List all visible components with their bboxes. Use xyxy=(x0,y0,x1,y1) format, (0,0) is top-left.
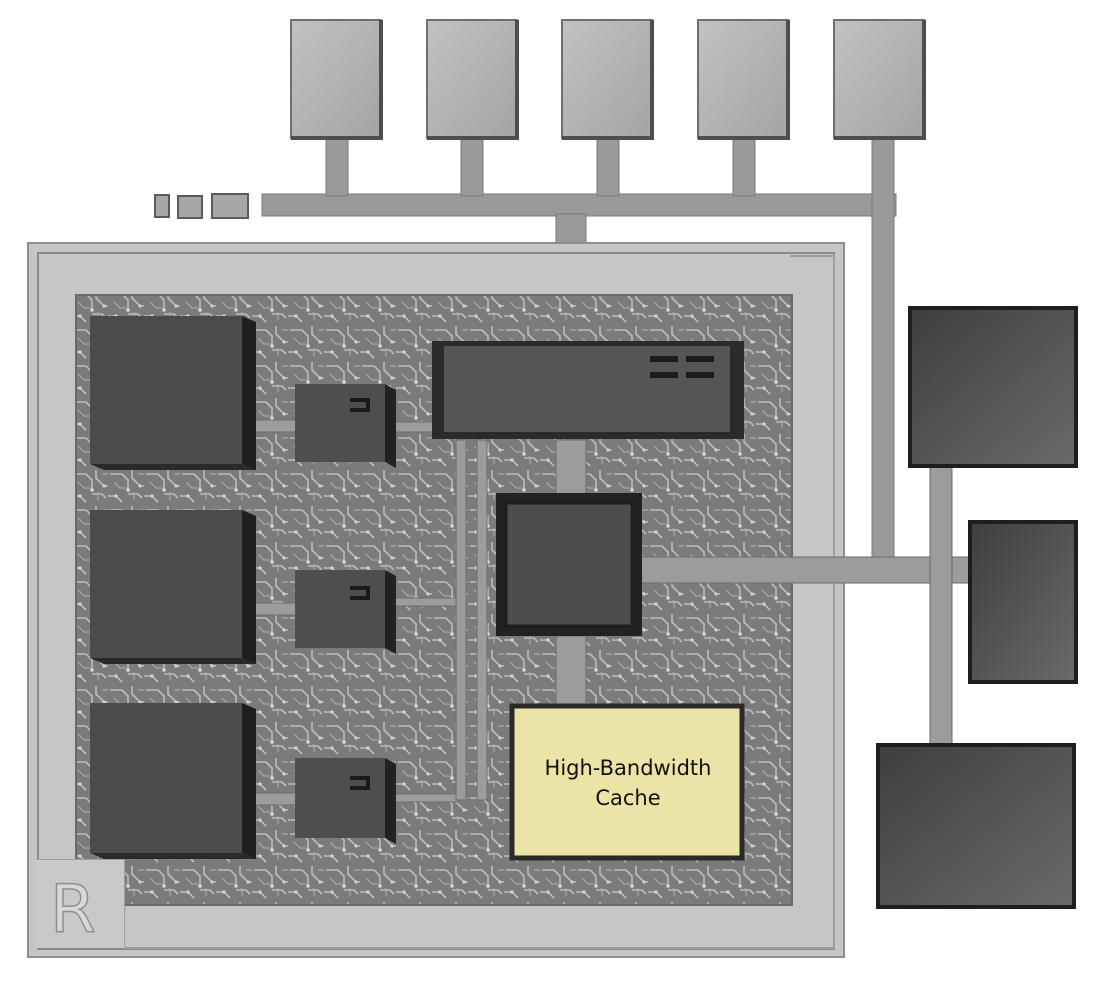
external-bus xyxy=(261,135,897,567)
controller-chip xyxy=(295,570,396,654)
internal-bus xyxy=(251,419,975,806)
memory-chip xyxy=(90,316,256,470)
io-pad xyxy=(697,19,790,140)
controller-chip xyxy=(295,384,396,468)
memory-chip xyxy=(90,703,256,859)
external-chip xyxy=(968,520,1078,684)
external-chips xyxy=(876,306,1078,909)
processor-chip xyxy=(496,493,642,636)
cache-label-line1: High-Bandwidth xyxy=(545,756,712,780)
controller-chip xyxy=(295,758,396,844)
io-pad xyxy=(290,19,383,140)
io-pad xyxy=(561,19,654,140)
memory-chip xyxy=(90,510,256,664)
high-bandwidth-cache: High-Bandwidth Cache xyxy=(509,703,745,861)
svg-text:R: R xyxy=(50,871,96,948)
external-chip xyxy=(876,743,1076,909)
terminal-pads xyxy=(154,193,249,219)
io-pad xyxy=(833,19,926,140)
controller-chips xyxy=(295,384,396,844)
top-pads xyxy=(290,19,926,140)
logo-icon: R xyxy=(49,870,96,949)
io-controller-chip xyxy=(432,341,744,439)
external-chip xyxy=(908,306,1078,468)
io-pad xyxy=(426,19,519,140)
inner-frame xyxy=(36,255,835,949)
left-chips xyxy=(90,316,256,859)
cache-label-line2: Cache xyxy=(595,786,660,810)
